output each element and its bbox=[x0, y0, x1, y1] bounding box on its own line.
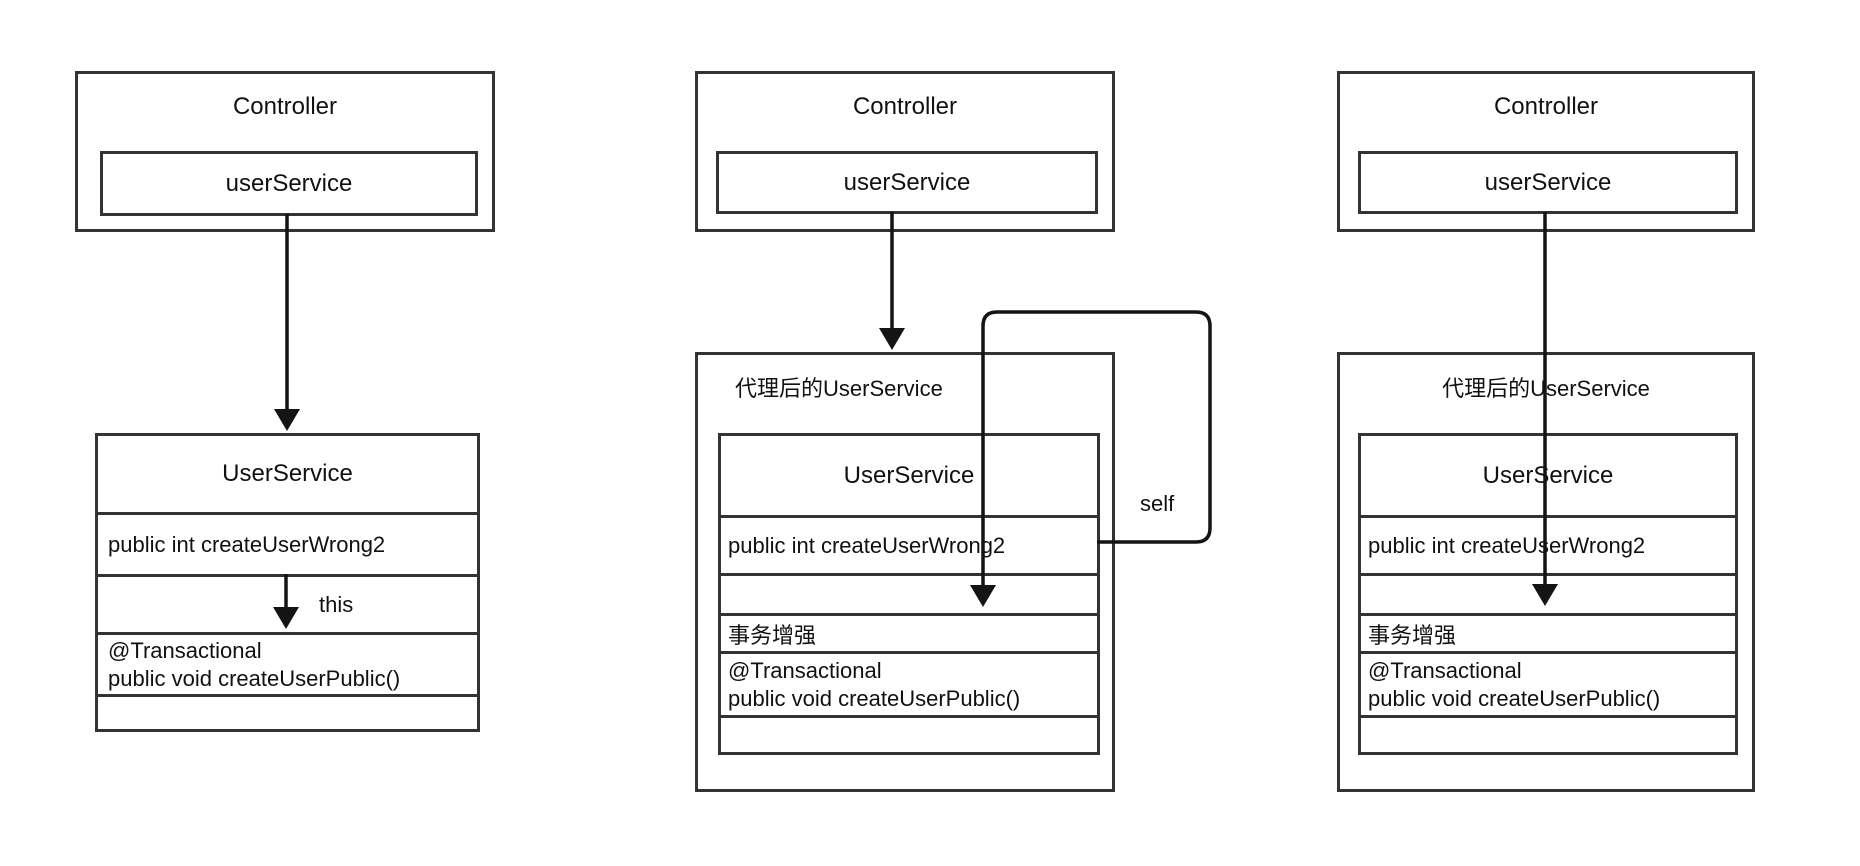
annotation-row: @Transactional public void createUserPub… bbox=[721, 651, 1097, 715]
empty-row bbox=[721, 715, 1097, 752]
spacer-row bbox=[721, 573, 1097, 613]
spacer-row bbox=[1361, 573, 1735, 613]
proxy-box: 代理后的UserService UserService public int c… bbox=[695, 352, 1115, 792]
controller-box: Controller userService bbox=[695, 71, 1115, 232]
user-service-field: userService bbox=[100, 151, 478, 216]
service-class-title-row: UserService bbox=[721, 436, 1097, 515]
method-row-label: public int createUserWrong2 bbox=[108, 531, 386, 557]
controller-to-service-arrowhead bbox=[274, 409, 300, 431]
annotation-line2: public void createUserPublic() bbox=[108, 665, 401, 691]
annotation-line2: public void createUserPublic() bbox=[1368, 685, 1661, 711]
spacer-row bbox=[98, 574, 477, 632]
user-service-field-label: userService bbox=[843, 168, 971, 196]
enhance-row: 事务增强 bbox=[1361, 613, 1735, 651]
method-row: public int createUserWrong2 bbox=[98, 512, 477, 574]
controller-title: Controller bbox=[232, 93, 338, 120]
user-service-field-label: userService bbox=[1484, 168, 1612, 196]
service-class-box: UserService public int createUserWrong2 … bbox=[718, 433, 1100, 755]
empty-row bbox=[98, 694, 477, 729]
user-service-field-label: userService bbox=[225, 169, 353, 197]
empty-row bbox=[1361, 715, 1735, 752]
user-service-field: userService bbox=[1358, 151, 1738, 214]
user-service-field: userService bbox=[716, 151, 1098, 214]
proxy-title: 代理后的UserService bbox=[735, 376, 943, 401]
enhance-row-label: 事务增强 bbox=[728, 622, 817, 648]
annotation-line1: @Transactional bbox=[108, 637, 262, 663]
service-class-title: UserService bbox=[222, 460, 353, 487]
controller-to-proxy-arrowhead bbox=[879, 328, 905, 350]
annotation-line2: public void createUserPublic() bbox=[728, 685, 1021, 711]
annotation-row: @Transactional public void createUserPub… bbox=[98, 632, 477, 694]
service-class-title-row: UserService bbox=[98, 436, 477, 512]
self-label: self bbox=[1140, 491, 1175, 516]
service-class-title-row: UserService bbox=[1361, 436, 1735, 515]
controller-box: Controller userService bbox=[1337, 71, 1755, 232]
service-class-title: UserService bbox=[843, 461, 975, 489]
proxy-title: 代理后的UserService bbox=[1442, 376, 1650, 401]
method-row-label: public int createUserWrong2 bbox=[728, 532, 1006, 558]
this-label: this bbox=[319, 592, 354, 617]
service-class-title: UserService bbox=[1482, 461, 1614, 489]
proxy-box: 代理后的UserService UserService public int c… bbox=[1337, 352, 1755, 792]
annotation-line1: @Transactional bbox=[728, 657, 882, 683]
controller-title: Controller bbox=[1493, 93, 1599, 120]
method-row: public int createUserWrong2 bbox=[721, 515, 1097, 573]
annotation-line1: @Transactional bbox=[1368, 657, 1522, 683]
service-class-box: UserService public int createUserWrong2 … bbox=[95, 433, 480, 732]
controller-title: Controller bbox=[852, 93, 958, 120]
enhance-row: 事务增强 bbox=[721, 613, 1097, 651]
service-class-box: UserService public int createUserWrong2 … bbox=[1358, 433, 1738, 755]
method-row: public int createUserWrong2 bbox=[1361, 515, 1735, 573]
enhance-row-label: 事务增强 bbox=[1368, 622, 1457, 648]
controller-box: Controller userService bbox=[75, 71, 495, 232]
method-row-label: public int createUserWrong2 bbox=[1368, 532, 1646, 558]
annotation-row: @Transactional public void createUserPub… bbox=[1361, 651, 1735, 715]
